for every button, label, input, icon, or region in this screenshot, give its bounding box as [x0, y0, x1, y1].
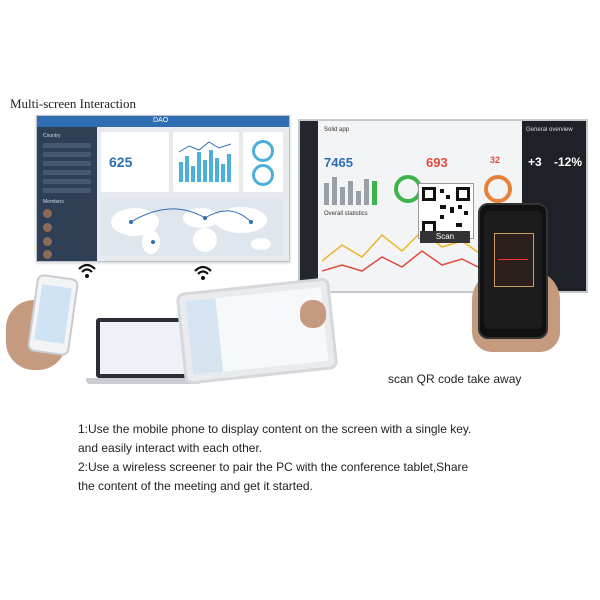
mobile-phone	[26, 273, 80, 357]
description-line: and easily interact with each other.	[78, 441, 263, 455]
sidebar-item	[43, 170, 91, 175]
screen-topbar: DAO	[37, 116, 289, 127]
description-line: 1:Use the mobile phone to display conten…	[78, 422, 472, 436]
sidebar-item	[43, 179, 91, 184]
bar-chart-graphic	[178, 141, 232, 182]
sidebar-item	[43, 161, 91, 166]
qr-caption: scan QR code take away	[388, 372, 522, 386]
screen-sidebar	[300, 121, 318, 291]
scan-frame	[494, 233, 534, 287]
avatar	[43, 250, 52, 259]
app-name: DAO	[153, 117, 169, 124]
stat-card: 625	[101, 132, 169, 192]
qr-code[interactable]	[418, 183, 474, 239]
description-line: 2:Use a wireless screener to pair the PC…	[78, 460, 469, 474]
scan-line	[498, 259, 528, 260]
laptop-base	[86, 378, 202, 384]
ring-graphic	[252, 140, 274, 162]
dashboard-screen: DAO Country Members 625	[36, 115, 290, 262]
tablet	[175, 277, 339, 385]
wifi-icon-graphic	[194, 265, 212, 280]
qr-code-graphic	[422, 187, 470, 235]
stat-value: +3	[528, 155, 542, 169]
ring-card	[243, 132, 283, 192]
wifi-icon	[192, 262, 214, 290]
phone-screen	[34, 284, 72, 344]
description-line: the content of the meeting and get it st…	[78, 479, 313, 493]
chart-card	[173, 132, 239, 192]
sidebar-item	[43, 143, 91, 148]
wifi-icon-graphic	[78, 263, 96, 278]
hand-graphic	[300, 300, 326, 328]
avatar	[43, 209, 52, 218]
stat-value: 7465	[324, 155, 353, 170]
screen-sidebar: Country Members	[37, 127, 97, 261]
app-name: Solid app	[324, 127, 350, 133]
sidebar-heading: Members	[43, 199, 64, 205]
laptop	[96, 318, 192, 378]
big-number: 625	[109, 154, 133, 170]
laptop-screen	[100, 322, 188, 374]
bar-chart-graphic	[324, 175, 512, 205]
avatar	[43, 223, 52, 232]
mobile-phone	[478, 203, 548, 339]
sidebar-item	[43, 188, 91, 193]
world-map-graphic	[111, 207, 271, 254]
ring-graphic	[252, 164, 274, 186]
description-text: 1:Use the mobile phone to display conten…	[78, 420, 578, 496]
panel-title: General overview	[526, 127, 573, 133]
world-map	[101, 198, 283, 256]
stat-value: -12%	[554, 155, 583, 169]
sidebar-item	[43, 152, 91, 157]
scan-label: Scan	[420, 231, 470, 243]
stat-value: 32	[490, 155, 501, 165]
page-title: Multi-screen Interaction	[10, 96, 136, 111]
wifi-icon	[76, 260, 98, 288]
phone-screen	[484, 211, 542, 329]
sidebar-heading: Country	[43, 133, 61, 139]
tablet-sidebar	[185, 298, 224, 375]
stat-value: 693	[426, 155, 448, 170]
section-title: Overall statistics	[324, 211, 368, 217]
avatar	[43, 237, 52, 246]
